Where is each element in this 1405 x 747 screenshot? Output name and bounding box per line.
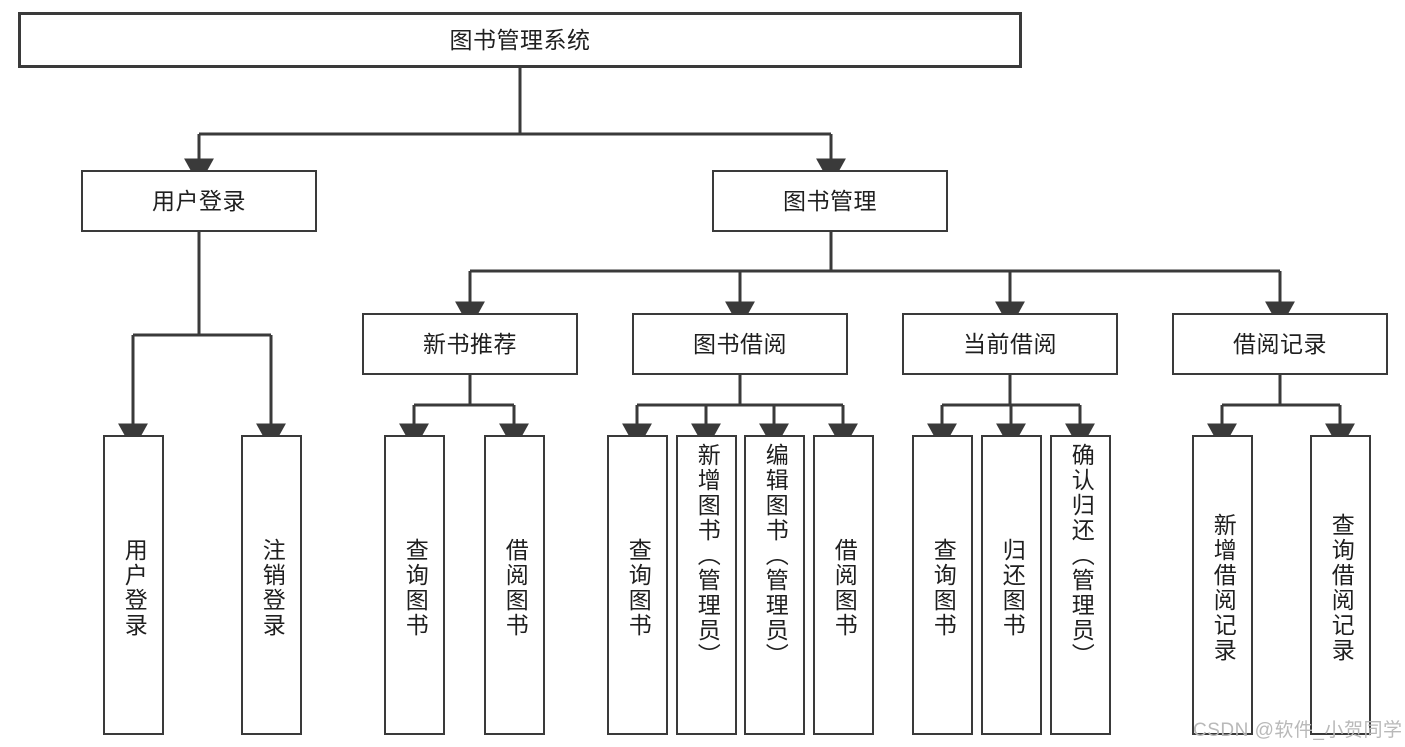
node-leaf-query-book-1-label: 查询图书 [402, 538, 429, 638]
node-new-book-recommend-label: 新书推荐 [423, 330, 517, 357]
node-leaf-borrow-book-2[interactable]: 借阅图书 [813, 435, 874, 735]
node-current-borrow[interactable]: 当前借阅 [902, 313, 1118, 375]
node-leaf-query-book-2[interactable]: 查询图书 [607, 435, 668, 735]
node-borrow-record[interactable]: 借阅记录 [1172, 313, 1388, 375]
node-leaf-edit-book-label: 编辑图书（管理员） [762, 443, 789, 668]
node-book-borrow-label: 图书借阅 [693, 330, 787, 357]
node-leaf-user-login-label: 用户登录 [121, 538, 148, 638]
node-leaf-add-book-label: 新增图书（管理员） [694, 443, 721, 668]
node-current-borrow-label: 当前借阅 [963, 330, 1057, 357]
node-leaf-query-record[interactable]: 查询借阅记录 [1310, 435, 1371, 735]
node-root[interactable]: 图书管理系统 [18, 12, 1022, 68]
csdn-watermark: CSDN @软件_小贺同学 [1193, 720, 1403, 741]
node-user-login[interactable]: 用户登录 [81, 170, 317, 232]
node-book-borrow[interactable]: 图书借阅 [632, 313, 848, 375]
node-borrow-record-label: 借阅记录 [1233, 330, 1327, 357]
node-leaf-query-book-2-label: 查询图书 [625, 538, 652, 638]
node-leaf-return-book[interactable]: 归还图书 [981, 435, 1042, 735]
node-user-login-label: 用户登录 [152, 187, 246, 214]
node-leaf-edit-book[interactable]: 编辑图书（管理员） [744, 435, 805, 735]
node-root-label: 图书管理系统 [449, 26, 591, 53]
node-leaf-query-book-1[interactable]: 查询图书 [384, 435, 445, 735]
node-leaf-user-logout[interactable]: 注销登录 [241, 435, 302, 735]
node-leaf-borrow-book-2-label: 借阅图书 [831, 538, 858, 638]
node-leaf-query-record-label: 查询借阅记录 [1328, 513, 1355, 663]
node-leaf-return-book-label: 归还图书 [999, 538, 1026, 638]
node-leaf-query-book-3[interactable]: 查询图书 [912, 435, 973, 735]
node-leaf-user-logout-label: 注销登录 [259, 538, 286, 638]
node-leaf-add-record-label: 新增借阅记录 [1210, 513, 1237, 663]
node-leaf-confirm-return-label: 确认归还（管理员） [1068, 443, 1095, 668]
node-leaf-add-book[interactable]: 新增图书（管理员） [676, 435, 737, 735]
node-leaf-user-login[interactable]: 用户登录 [103, 435, 164, 735]
node-leaf-confirm-return[interactable]: 确认归还（管理员） [1050, 435, 1111, 735]
node-book-manage[interactable]: 图书管理 [712, 170, 948, 232]
node-new-book-recommend[interactable]: 新书推荐 [362, 313, 578, 375]
node-leaf-borrow-book-1-label: 借阅图书 [502, 538, 529, 638]
node-leaf-add-record[interactable]: 新增借阅记录 [1192, 435, 1253, 735]
node-leaf-borrow-book-1[interactable]: 借阅图书 [484, 435, 545, 735]
node-book-manage-label: 图书管理 [783, 187, 877, 214]
node-leaf-query-book-3-label: 查询图书 [930, 538, 957, 638]
